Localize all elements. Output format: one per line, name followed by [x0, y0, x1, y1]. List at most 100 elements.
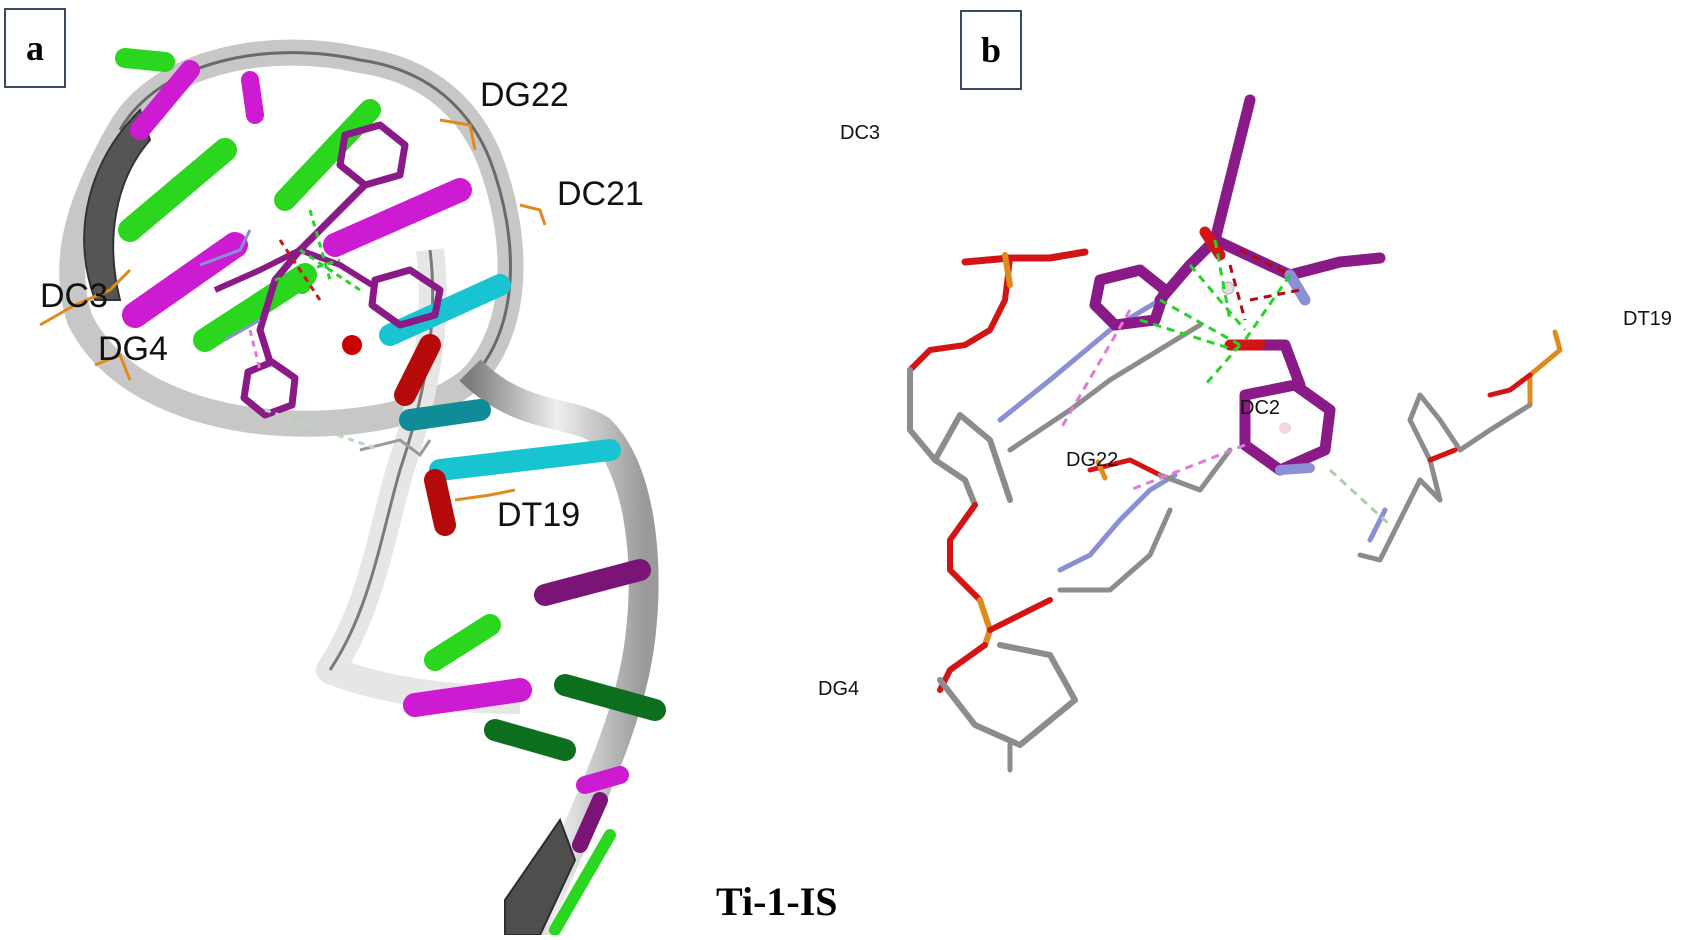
residue-stick	[1057, 507, 1173, 593]
panel-b-artwork	[907, 94, 1563, 773]
dna-backbone-ribbon-bottom-fold	[504, 817, 577, 936]
hydrogen-bond	[274, 258, 341, 282]
ring-centroid	[1279, 422, 1291, 434]
base-cylinder	[379, 274, 511, 346]
ligand-bond	[256, 182, 368, 364]
base-cylinder	[130, 60, 200, 140]
residue-stick	[907, 255, 1013, 373]
oxygen-bond	[1199, 226, 1226, 261]
panel-b-tag: b	[960, 10, 1022, 90]
base-cylinder	[323, 178, 472, 257]
hbond-dashes-panel-b	[1058, 239, 1392, 527]
phosphorus-bond	[1002, 252, 1013, 288]
base-cylinder	[193, 263, 317, 352]
residue-stick	[977, 597, 993, 648]
residue-stick	[1157, 447, 1233, 493]
residue-stick	[94, 353, 132, 381]
base-cylinder	[429, 439, 621, 481]
hydrogen-bond	[1228, 264, 1247, 321]
ligand-ring	[240, 358, 299, 419]
hydrogen-bond	[1239, 248, 1291, 277]
ligand-bond	[1234, 339, 1306, 391]
hydrogen-bond	[1129, 443, 1246, 492]
base-cylinder	[576, 766, 629, 794]
ligand-bond	[213, 247, 302, 293]
label-dc3-panel-b: DC3	[840, 122, 881, 144]
residue-stick	[1057, 472, 1178, 573]
label-dg4-panel-a: DG4	[98, 330, 168, 368]
residue-stick	[997, 297, 1163, 423]
residue-stick	[987, 597, 1053, 633]
hydrogen-bond	[1139, 318, 1236, 352]
base-cylinder	[241, 71, 264, 124]
hydrogen-bond	[1058, 309, 1132, 431]
base-pair-cylinders	[115, 48, 666, 936]
residue-stick	[1087, 457, 1163, 478]
label-dg4-panel-b: DG4	[818, 678, 860, 700]
ligand-panel-a	[213, 121, 444, 419]
base-cylinder	[534, 559, 651, 606]
ligand-ring	[336, 121, 409, 189]
label-dg22-panel-b: DG22	[1066, 449, 1119, 471]
residue-stick	[1527, 329, 1563, 408]
base-cylinder	[484, 719, 576, 761]
phosphorus-bond	[1095, 459, 1108, 481]
residue-stick	[932, 412, 1013, 503]
oxygen-atom	[342, 335, 362, 355]
hbond-dashes-panel-a	[248, 209, 376, 450]
base-cylinder	[424, 469, 456, 536]
hydrogen-bond	[1159, 298, 1241, 347]
base-cylinder	[403, 678, 532, 717]
nitrogen-bond	[1275, 463, 1315, 475]
hydrogen-bond	[1249, 288, 1301, 302]
residue-stick	[199, 229, 252, 267]
residue-stick	[1427, 447, 1458, 463]
residue-sticks-panel-b	[907, 248, 1563, 773]
label-dt19-panel-b: DT19	[1623, 308, 1672, 330]
base-cylinder	[572, 792, 608, 853]
hydrogen-bond	[308, 209, 332, 281]
residue-stick	[359, 438, 432, 458]
hydrogen-bond	[1203, 344, 1242, 386]
residue-stick	[961, 248, 1089, 266]
ligand-center-atom	[293, 276, 311, 294]
base-cylinder	[122, 232, 248, 328]
residue-stick	[1367, 507, 1388, 543]
residue-stick	[1007, 322, 1203, 453]
label-dg22-panel-a: DG22	[480, 76, 569, 114]
residue-stick	[39, 268, 132, 327]
residue-sticks-panel-a	[39, 118, 547, 502]
hydrogen-bond	[1243, 274, 1292, 341]
ligand-panel-b	[1089, 94, 1386, 476]
label-dc2-panel-b: DC2	[1240, 397, 1281, 419]
nitrogen-bond	[1284, 269, 1311, 306]
base-cylinder	[115, 48, 175, 72]
ligand-ring	[1089, 264, 1171, 331]
label-dc3-panel-a: DC3	[40, 277, 109, 315]
panel-a-tag: a	[4, 8, 66, 88]
base-cylinder	[394, 334, 441, 406]
residue-stick	[439, 118, 477, 151]
residue-stick	[907, 367, 978, 508]
base-cylinder	[549, 829, 616, 936]
base-cylinder	[554, 674, 666, 721]
residue-stick	[224, 318, 261, 342]
ligand-bond	[298, 247, 374, 288]
label-dt19-panel-a: DT19	[497, 496, 581, 534]
base-cylinder	[118, 138, 237, 242]
metal-center-atom	[1221, 281, 1235, 295]
residue-stick	[1487, 372, 1533, 398]
hydrogen-bond	[264, 408, 376, 450]
residue-stick	[454, 488, 516, 502]
ligand-bond	[1209, 94, 1256, 246]
base-cylinder	[274, 99, 381, 211]
ligand-ring	[368, 266, 444, 329]
label-dc21-panel-a: DC21	[557, 175, 644, 213]
figure-caption: Ti-1-IS	[716, 879, 838, 924]
residue-stick	[947, 502, 983, 603]
hydrogen-bond	[1188, 264, 1247, 331]
residue-stick	[1357, 477, 1443, 563]
base-cylinder	[399, 399, 491, 431]
dna-backbone-ribbon-upper-edge	[118, 51, 512, 382]
